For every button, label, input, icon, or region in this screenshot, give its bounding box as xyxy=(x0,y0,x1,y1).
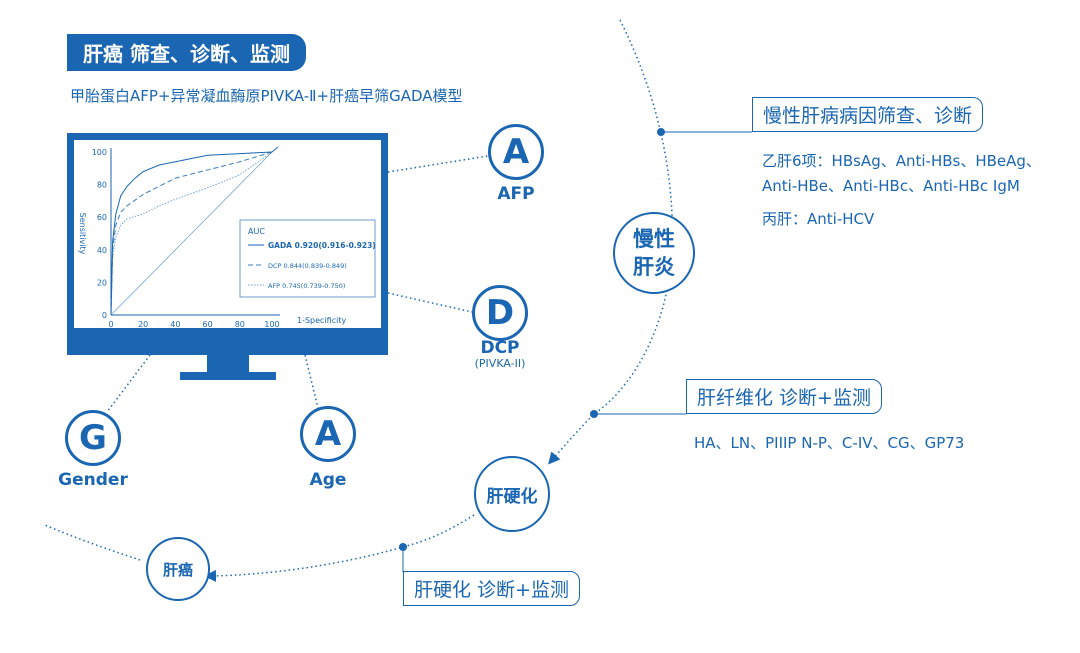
header-title: 肝癌 筛查、诊断、监测 xyxy=(67,34,306,71)
fibrosis-title: 肝纤维化 诊断+监测 xyxy=(686,379,882,414)
monitor-neck xyxy=(207,355,249,375)
x-tick-label: 40 xyxy=(170,320,180,328)
series-line-diagonal xyxy=(110,151,273,316)
cirrhosis-title: 肝硬化 诊断+监测 xyxy=(403,571,580,606)
y-tick-label: 80 xyxy=(97,181,107,190)
stage-chronic-hepatitis: 慢性肝炎 xyxy=(613,212,695,294)
chronic-title: 慢性肝病病因筛查、诊断 xyxy=(752,97,984,132)
stage-cancer: 肝癌 xyxy=(146,537,210,601)
gender-label: Gender xyxy=(58,470,128,490)
x-axis-label: 1-Specificity xyxy=(297,316,346,325)
x-tick-label: 20 xyxy=(138,320,148,328)
hcv-markers: 丙肝：Anti-HCV xyxy=(762,210,875,228)
x-tick-label: 0 xyxy=(108,320,113,328)
y-axis-label: Sensitivity xyxy=(78,213,87,255)
legend-label: GADA 0.920(0.916-0.923) xyxy=(268,241,376,250)
x-tick-label: 80 xyxy=(235,320,245,328)
y-tick-label: 60 xyxy=(97,213,107,222)
series-line-dotted xyxy=(110,151,273,316)
dcp-label: DCP xyxy=(480,338,520,358)
legend-title: AUC xyxy=(248,227,265,236)
x-tick-label: 60 xyxy=(203,320,213,328)
diagonal-arrow xyxy=(271,146,279,153)
legend-box xyxy=(239,219,376,298)
legend-label: AFP 0.745(0.739-0.750) xyxy=(268,282,345,290)
roc-chart: 0 20 40 60 80 100 0 20 40 60 80 100 1-Specificity Sen… xyxy=(78,146,376,328)
hbv-markers-1: 乙肝6项：HBsAg、Anti-HBs、HBeAg、 xyxy=(762,152,1041,170)
series-line-dashed xyxy=(110,151,273,316)
gender-icon: G xyxy=(65,410,121,466)
dcp-sublabel: (PIVKA-II) xyxy=(474,357,526,370)
y-tick-label: 100 xyxy=(92,148,107,157)
y-tick-label: 40 xyxy=(97,246,107,255)
stage-cirrhosis: 肝硬化 xyxy=(474,456,550,532)
x-tick-label: 100 xyxy=(264,320,279,328)
series-line-solid xyxy=(110,151,273,316)
dcp-icon: D xyxy=(472,285,528,341)
age-label: Age xyxy=(309,470,347,490)
monitor-base xyxy=(180,372,276,380)
afp-icon: A xyxy=(488,124,544,180)
afp-label: AFP xyxy=(497,184,535,204)
hbv-markers-2: Anti-HBe、Anti-HBc、Anti-HBc IgM xyxy=(762,177,1020,195)
header-subtitle: 甲胎蛋白AFP+异常凝血酶原PIVKA-Ⅱ+肝癌早筛GADA模型 xyxy=(70,87,463,105)
fibrosis-markers: HA、LN、PIIIP N-P、C-IV、CG、GP73 xyxy=(694,434,965,452)
y-tick-label: 20 xyxy=(97,278,107,287)
age-icon: A xyxy=(300,406,356,462)
y-tick-label: 0 xyxy=(102,311,107,320)
legend-label: DCP 0.844(0.839-0.849) xyxy=(268,262,347,270)
